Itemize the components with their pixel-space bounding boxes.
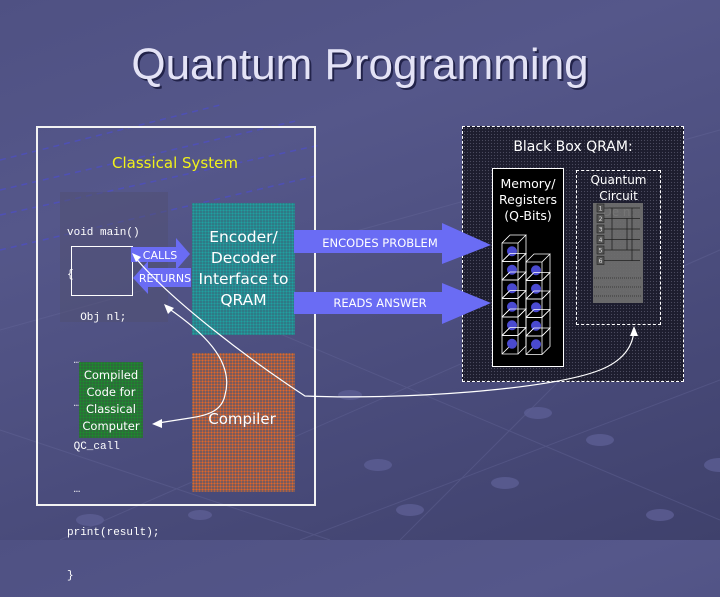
gate-box — [596, 203, 605, 213]
code-line: { — [67, 269, 74, 282]
compiler-box — [192, 353, 295, 492]
encodes-problem-arrow — [294, 223, 491, 264]
qubit-cell — [501, 327, 527, 355]
gate-box — [596, 235, 605, 244]
code-line: } — [67, 569, 74, 582]
code-line: void main() — [67, 226, 140, 239]
code-line: … — [67, 483, 81, 496]
circuit-diagram: 1 2 3 4 5 6 — [594, 203, 642, 297]
reads-answer-arrow — [294, 283, 491, 324]
diagram-overlay: 1 2 3 4 5 6 CALLS RETURNS ENCODES PROBLEM REA… — [131, 203, 642, 428]
classical-system-frame — [36, 126, 316, 506]
memory-registers-label: Memory/ Registers (Q-Bits) — [499, 176, 557, 223]
calls-label: CALLS — [143, 249, 177, 262]
code-line: … — [67, 355, 81, 368]
code-line-qc-call: QC_call — [67, 441, 120, 454]
returns-arrow — [133, 261, 191, 294]
gate-label: 1 — [599, 206, 603, 213]
returns-label: RETURNS — [139, 272, 191, 285]
qubit — [507, 338, 517, 349]
calls-arrow — [131, 238, 190, 270]
code-line: print(result); — [67, 526, 160, 539]
register-column — [501, 234, 527, 355]
code-line: Obj nl; — [67, 312, 127, 325]
gate-box — [596, 256, 605, 265]
arrowhead-compiled — [152, 419, 162, 428]
flow-curve-qcall-to-circuit — [133, 255, 635, 398]
compiler-label: Compiler — [208, 410, 276, 428]
flow-curve-print-to-compiler — [157, 307, 228, 424]
encodes-problem-label: ENCODES PROBLEM — [322, 236, 438, 250]
quantum-circuit-box — [576, 170, 661, 325]
qram-title: Black Box QRAM: — [513, 139, 633, 155]
gate-box — [596, 224, 605, 234]
qubit-cell — [525, 327, 551, 355]
gate-box — [596, 245, 605, 255]
compiled-code-box: Compiled Code for Classical Computer — [79, 362, 143, 438]
encoder-decoder-box: Encoder/ Decoder Interface to QRAM — [192, 203, 295, 335]
gate-label: 6 — [599, 258, 603, 265]
slide-title: Quantum Programming — [131, 40, 589, 89]
code-line: … — [67, 398, 81, 411]
arrowhead-circuit — [630, 326, 638, 336]
qubit — [531, 339, 541, 350]
gate-label: 3 — [599, 227, 603, 234]
register-column — [525, 253, 551, 355]
qc-call-highlight-box — [71, 246, 133, 296]
classical-system-title: Classical System — [112, 154, 238, 172]
gate-label: 4 — [599, 237, 603, 244]
reads-answer-label: READS ANSWER — [333, 296, 426, 310]
gate-label: 5 — [599, 248, 603, 255]
arrowhead-qcall — [132, 253, 141, 262]
gate-box — [596, 214, 605, 223]
arrowhead-print — [164, 304, 174, 314]
gate-label: 2 — [599, 216, 603, 223]
qubit-registers — [501, 234, 551, 355]
